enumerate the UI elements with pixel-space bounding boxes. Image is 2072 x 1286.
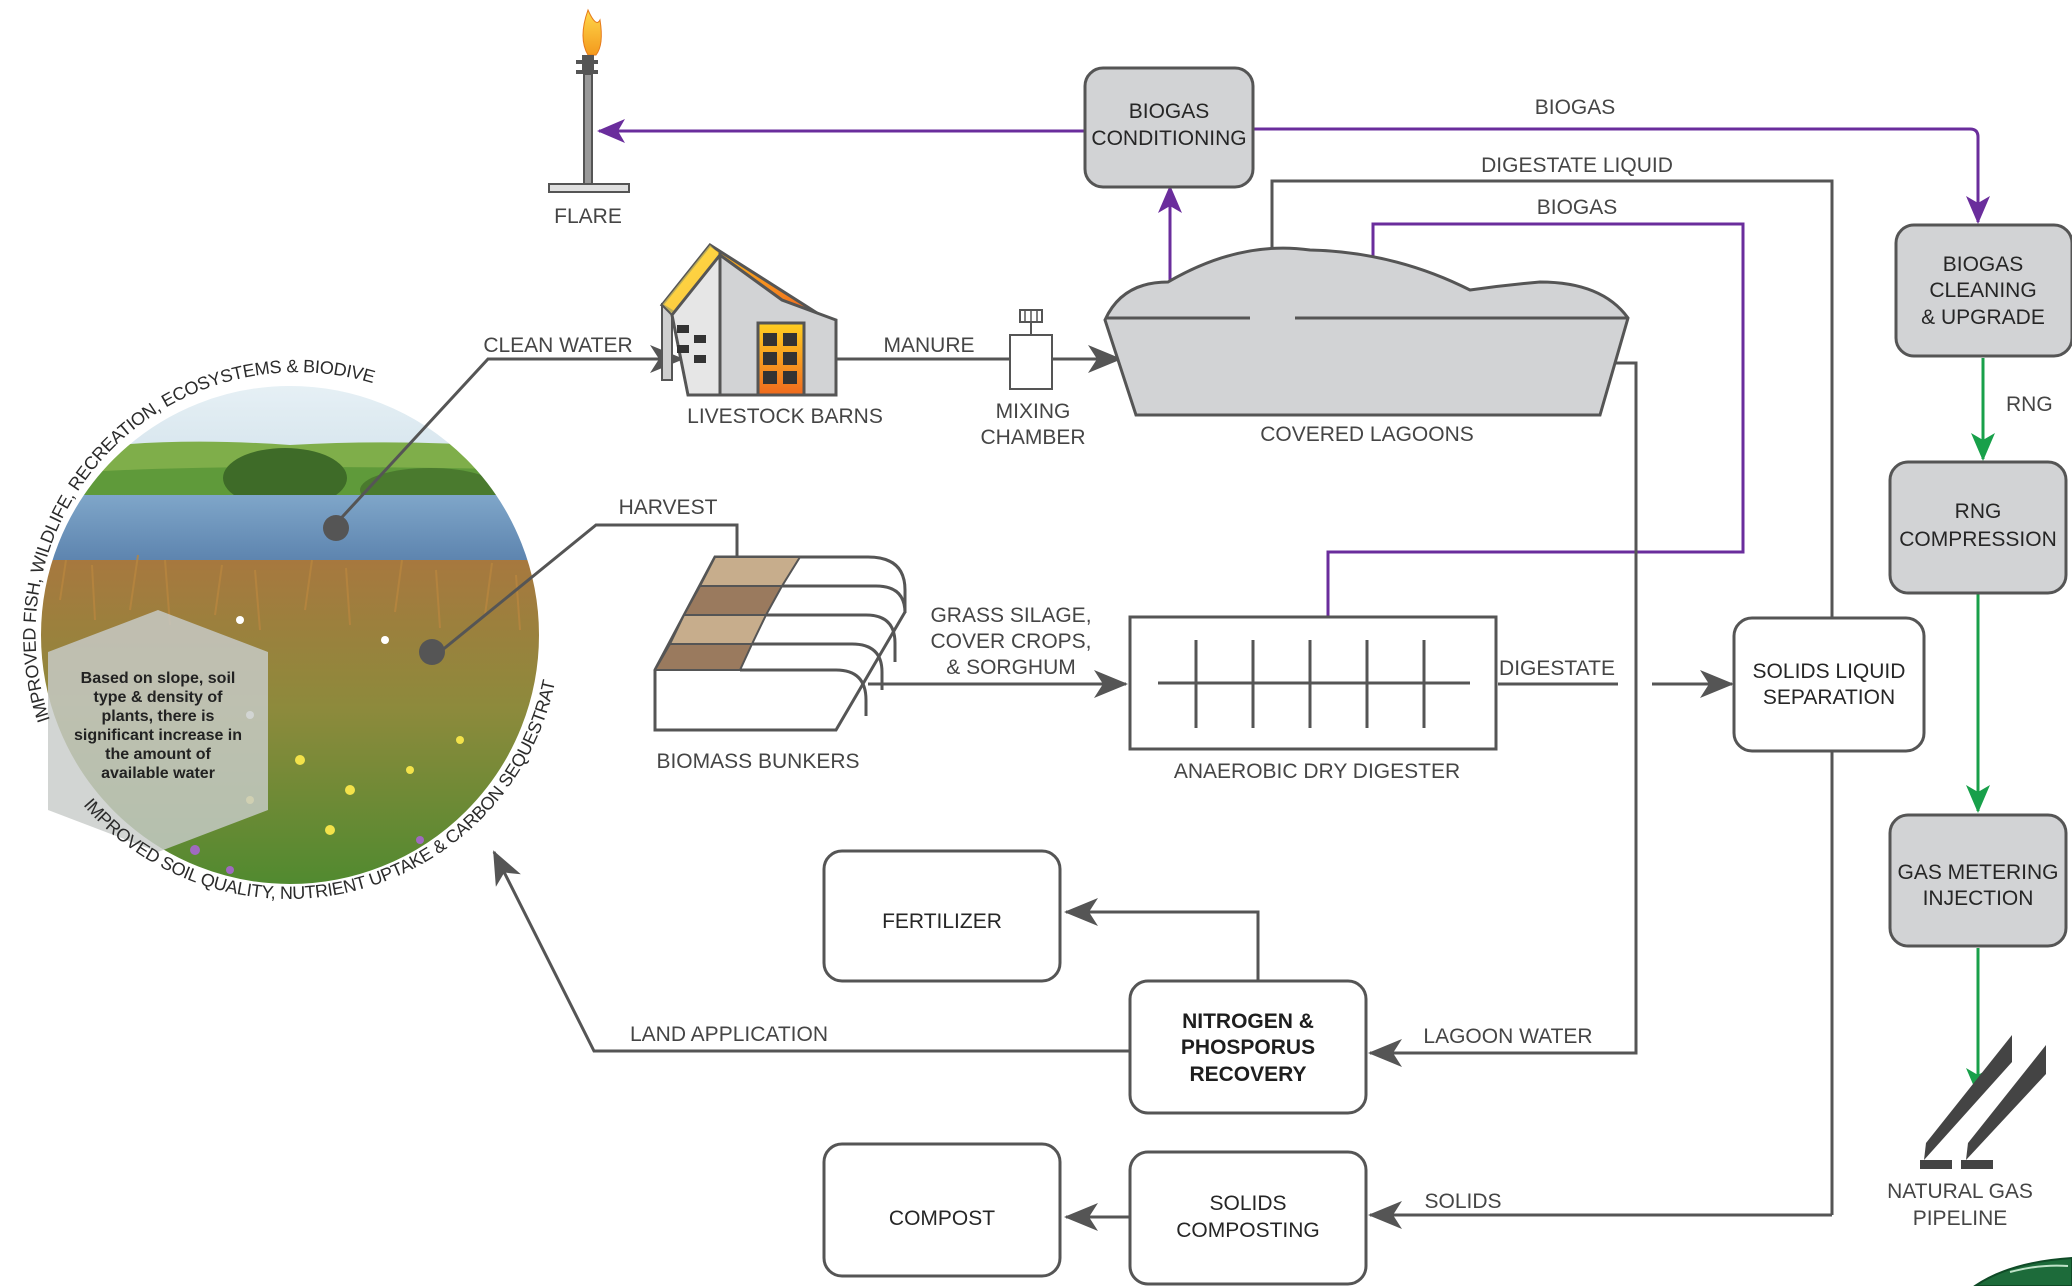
biomass-bunker-icon	[653, 555, 907, 732]
rng-flows	[1966, 358, 1995, 1096]
flow-label-grass-3: & SORGHUM	[946, 656, 1076, 679]
solids-composting-line2: COMPOSTING	[1176, 1219, 1320, 1242]
note-hexagon	[48, 610, 268, 852]
note-line-2: type & density of	[94, 689, 224, 706]
solids-composting-box	[1128, 1150, 1368, 1286]
flow-label-biogas-mid: BIOGAS	[1537, 196, 1618, 219]
flow-label-land-application: LAND APPLICATION	[630, 1023, 828, 1046]
rng-compression-line2: COMPRESSION	[1899, 528, 2057, 551]
compost-box	[822, 1142, 1062, 1278]
gas-metering-box	[1888, 813, 2068, 948]
flow-label-lagoon-water: LAGOON WATER	[1423, 1025, 1592, 1048]
biogas-cleaning-line2: CLEANING	[1929, 279, 2036, 302]
nitrogen-recovery-line1: NITROGEN &	[1182, 1010, 1314, 1033]
note-line-6: available water	[101, 765, 215, 782]
flare-label: FLARE	[554, 205, 622, 228]
dry-digester-icon	[1128, 615, 1498, 751]
nitrogen-recovery-line3: RECOVERY	[1189, 1063, 1306, 1086]
biomass-bunkers-label: BIOMASS BUNKERS	[656, 750, 859, 773]
fertilizer-box	[822, 849, 1062, 983]
solids-liquid-separation-line1: SOLIDS LIQUID	[1753, 660, 1906, 683]
flow-label-grass-2: COVER CROPS,	[930, 630, 1091, 653]
mixing-chamber-line1: MIXING	[996, 400, 1071, 423]
pipeline-icon	[1920, 1035, 2046, 1169]
solids-liquid-separation-box	[1732, 616, 1926, 753]
dry-digester-label: ANAEROBIC DRY DIGESTER	[1174, 760, 1460, 783]
flare-icon	[548, 8, 630, 193]
gas-metering-line2: INJECTION	[1923, 887, 2034, 910]
biogas-cleaning-line3: & UPGRADE	[1921, 306, 2045, 329]
livestock-barn-icon	[659, 243, 838, 397]
note-line-3: plants, there is	[102, 708, 215, 725]
biogas-cleaning-line1: BIOGAS	[1943, 253, 2024, 276]
gas-metering-line1: GAS METERING	[1897, 861, 2058, 884]
note-line-5: the amount of	[105, 746, 211, 763]
note-line-1: Based on slope, soil	[81, 670, 236, 687]
pipeline-line1: NATURAL GAS	[1887, 1180, 2033, 1203]
solids-liquid-separation-line2: SEPARATION	[1763, 686, 1895, 709]
note-line-4: significant increase in	[74, 727, 242, 744]
flow-label-grass-1: GRASS SILAGE,	[930, 604, 1091, 627]
fertilizer-label: FERTILIZER	[882, 910, 1002, 933]
rng-compression-line1: RNG	[1955, 500, 2002, 523]
rng-compression-box	[1888, 460, 2068, 595]
pond-pin	[323, 515, 349, 541]
biogas-flows	[597, 119, 1990, 617]
biogas-conditioning-line1: BIOGAS	[1129, 100, 1210, 123]
flow-label-rng: RNG	[2006, 393, 2053, 416]
flow-label-digestate: DIGESTATE	[1499, 657, 1615, 680]
nitrogen-recovery-box	[1128, 979, 1368, 1115]
biogas-conditioning-box	[1083, 66, 1255, 189]
biogas-conditioning-line2: CONDITIONING	[1091, 127, 1246, 150]
solids-composting-line1: SOLIDS	[1209, 1192, 1286, 1215]
field-pin	[419, 639, 445, 665]
nitrogen-recovery-line2: PHOSPORUS	[1181, 1036, 1315, 1059]
flow-label-digestate-liquid: DIGESTATE LIQUID	[1481, 154, 1673, 177]
pipeline-line2: PIPELINE	[1913, 1207, 2008, 1230]
flow-label-harvest: HARVEST	[619, 496, 718, 519]
covered-lagoon-icon	[1103, 246, 1630, 417]
mixing-chamber-icon	[1009, 309, 1053, 390]
globe-logo	[1973, 1256, 2072, 1286]
landscape-photo	[39, 384, 541, 886]
flow-label-clean-water: CLEAN WATER	[483, 334, 632, 357]
flow-label-solids: SOLIDS	[1424, 1190, 1501, 1213]
flow-label-biogas-top: BIOGAS	[1535, 96, 1616, 119]
mixing-chamber-line2: CHAMBER	[980, 426, 1085, 449]
covered-lagoons-label: COVERED LAGOONS	[1260, 423, 1474, 446]
livestock-barns-label: LIVESTOCK BARNS	[687, 405, 883, 428]
flow-label-manure: MANURE	[883, 334, 974, 357]
compost-label: COMPOST	[889, 1207, 995, 1230]
biogas-cleaning-box	[1894, 223, 2072, 358]
